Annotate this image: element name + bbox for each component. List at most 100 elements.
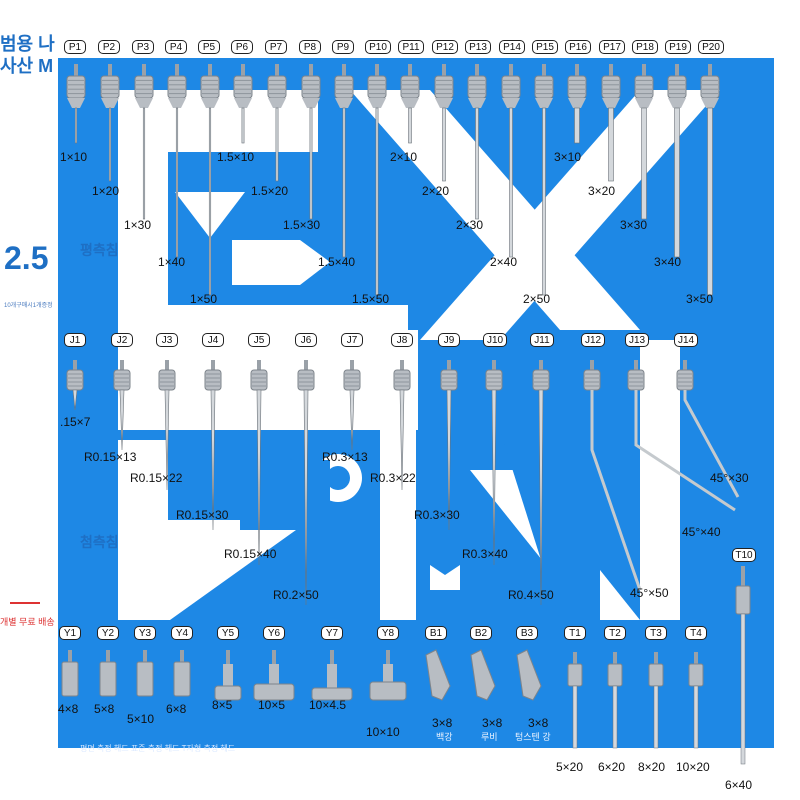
pointer-j11-thread (539, 360, 543, 370)
pointer-j5-head (250, 369, 268, 391)
probe-size-p13: 2×30 (456, 218, 484, 232)
probe-label-p4: P4 (165, 40, 187, 54)
tip-t1-rod (572, 685, 578, 749)
probe-p2-head (100, 75, 120, 99)
probe-p15-head (534, 75, 554, 99)
tip-label-y5: Y5 (217, 626, 239, 640)
probe-label-p1: P1 (64, 40, 86, 54)
tip-b1-body (425, 649, 451, 701)
probe-p20-needle (707, 107, 713, 296)
probe-label-p8: P8 (299, 40, 321, 54)
probe-p1-taper (67, 98, 85, 108)
pointer-label-j6: J6 (295, 333, 317, 347)
tip-t4-thread (694, 652, 698, 664)
tip-label-y1: Y1 (59, 626, 81, 640)
probe-p11-head (400, 75, 420, 99)
probe-p17-needle (608, 107, 614, 182)
tip-size-t3: 8×20 (638, 760, 666, 774)
tip-y5-stem (223, 664, 233, 688)
tip-size-b3: 3×8 (528, 716, 549, 730)
pointer-label-j7: J7 (341, 333, 363, 347)
probe-p3-taper (135, 98, 153, 108)
tip-y6-base (253, 683, 295, 701)
probe-p15-thread (542, 64, 546, 76)
probe-label-p10: P10 (365, 40, 391, 54)
probe-p1-needle (74, 107, 78, 144)
pointer-size-j11: R0.4×50 (508, 588, 554, 602)
probe-p10-needle (375, 107, 379, 296)
probe-label-p5: P5 (198, 40, 220, 54)
pointer-size-j5: R0.15×40 (224, 547, 277, 561)
tip-t3-thread (654, 652, 658, 664)
pointer-j12-bent-needle (590, 390, 642, 591)
pointer-j10-head (485, 369, 503, 391)
pointer-j13-head (627, 369, 645, 391)
probe-p9-thread (342, 64, 346, 76)
pointer-label-j10: J10 (483, 333, 507, 347)
tip-label-t10: T10 (732, 548, 756, 562)
pointer-size-j3: R0.15×22 (130, 471, 183, 485)
footer-caption: 평면 측정 헤드 표준 측정 헤드 T자형 측정 헤드 (80, 744, 236, 753)
side-title: 범용 나 (0, 34, 55, 54)
probe-size-p10: 1.5×50 (352, 292, 390, 306)
probe-p13-head (467, 75, 487, 99)
tip-t10-rod (740, 613, 746, 765)
promo-text: 10개구매시1개증정 (4, 303, 53, 309)
tip-size-b1: 3×8 (432, 716, 453, 730)
pointer-j5-needle (256, 389, 262, 566)
pointer-label-j9: J9 (438, 333, 460, 347)
probe-p7-needle (275, 107, 279, 182)
probe-p12-needle (442, 107, 446, 182)
tip-size-y8: 10×10 (366, 725, 400, 739)
pointer-j2-needle (119, 389, 125, 451)
tip-y7-thread (330, 650, 334, 664)
probe-p6-thread (241, 64, 245, 76)
pointer-label-j11: J11 (530, 333, 554, 347)
tip-t10-head (735, 585, 751, 615)
pointer-size-j8: R0.3×22 (370, 471, 416, 485)
tip-label-y7: Y7 (321, 626, 343, 640)
pointer-j3-needle (164, 389, 170, 491)
pointer-j9-needle (446, 389, 452, 531)
pointer-j13-bent-needle (634, 390, 736, 512)
pointer-size-j10: R0.3×40 (462, 547, 508, 561)
probe-p14-needle (509, 107, 513, 258)
tip-label-b3: B3 (516, 626, 538, 640)
pointer-j7-head (343, 369, 361, 391)
probe-p2-needle (108, 107, 112, 182)
pointer-j2-thread (120, 360, 124, 370)
tip-label-t4: T4 (685, 626, 707, 640)
tip-size-y7: 10×4.5 (309, 698, 347, 712)
pointer-j1-thread (73, 360, 77, 370)
probe-p8-taper (302, 98, 320, 108)
tip-size-b2: 3×8 (482, 716, 503, 730)
tip-size-t10: 6×40 (725, 778, 753, 792)
probe-p17-thread (609, 64, 613, 76)
probe-label-p17: P17 (599, 40, 625, 54)
probe-p11-thread (408, 64, 412, 76)
tip-t2-rod (612, 685, 618, 749)
tip-label-t1: T1 (564, 626, 586, 640)
probe-p10-head (367, 75, 387, 99)
pointer-j2-head (113, 369, 131, 391)
tip-y2-body (99, 661, 117, 697)
pointer-label-j13: J13 (625, 333, 649, 347)
tip-y5-base (214, 685, 242, 701)
tip-size-t4: 10×20 (676, 760, 710, 774)
tip-t4-head (688, 663, 704, 687)
tip-y2-thread (106, 650, 110, 662)
pointer-j4-head (204, 369, 222, 391)
probe-p9-head (334, 75, 354, 99)
tip-y3-body (136, 661, 154, 697)
probe-label-p20: P20 (698, 40, 724, 54)
probe-size-p6: 1.5×10 (217, 150, 255, 164)
shipping-text: 개별 무료 배송 (0, 617, 55, 627)
pointer-size-j2: R0.15×13 (84, 450, 137, 464)
probe-p18-thread (642, 64, 646, 76)
tip-t2-head (607, 663, 623, 687)
probe-size-p3: 1×30 (124, 218, 152, 232)
probe-p4-thread (175, 64, 179, 76)
probe-p11-taper (401, 98, 419, 108)
pointer-j6-thread (304, 360, 308, 370)
